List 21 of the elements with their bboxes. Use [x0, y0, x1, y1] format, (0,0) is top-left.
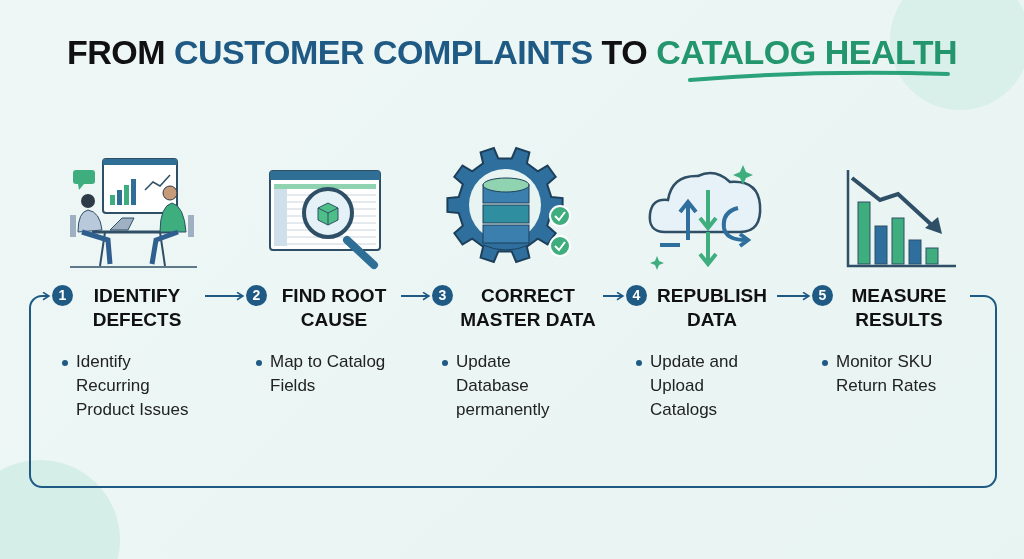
arrow — [602, 291, 624, 301]
step-number: 4 — [626, 285, 647, 306]
step-title: IDENTIFY DEFECTS — [91, 284, 183, 332]
bullet-text: Identify Recurring Product Issues — [52, 350, 198, 422]
bullet-text: Update Database permanently — [432, 350, 556, 422]
step-number: 3 — [432, 285, 453, 306]
bullet-text: Update and Upload Catalogs — [626, 350, 758, 422]
title: FROM CUSTOMER COMPLAINTS TO CATALOG HEALTH — [65, 33, 959, 72]
step-number: 2 — [246, 285, 267, 306]
step-title: REPUBLISH DATA — [656, 284, 768, 332]
step-title: FIND ROOT CAUSE — [280, 284, 388, 332]
arrow — [776, 291, 810, 301]
bullet-text: Monitor SKU Return Rates — [812, 350, 966, 398]
bullet-text: Map to Catalog Fields — [246, 350, 388, 398]
step-title: CORRECT MASTER DATA — [459, 284, 597, 332]
arrow — [204, 291, 244, 301]
step-title: MEASURE RESULTS — [850, 284, 948, 332]
arrow — [29, 291, 997, 488]
step-number: 1 — [52, 285, 73, 306]
step-number: 5 — [812, 285, 833, 306]
arrow — [400, 291, 430, 301]
